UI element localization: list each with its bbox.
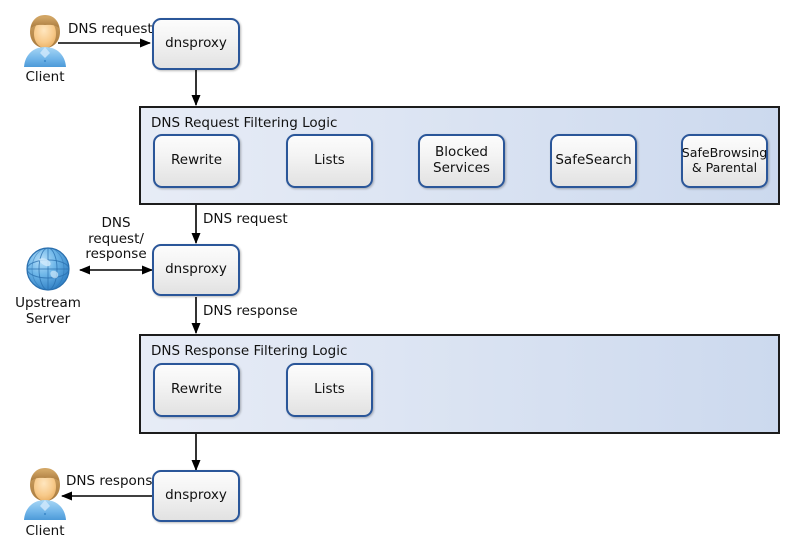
step-lists-response[interactable]: Lists: [286, 363, 373, 417]
panel-request-filtering-title: DNS Request Filtering Logic: [151, 115, 338, 131]
panel-response-filtering-title: DNS Response Filtering Logic: [151, 343, 348, 359]
dnsproxy-bottom[interactable]: dnsproxy: [152, 470, 240, 522]
step-blocked-services[interactable]: Blocked Services: [418, 134, 505, 188]
step-safebrowsing-parental[interactable]: SafeBrowsing & Parental: [681, 134, 768, 188]
edge-label-proxy-to-response-panel: DNS response: [203, 303, 298, 319]
user-icon: [20, 466, 70, 521]
step-rewrite-response[interactable]: Rewrite: [153, 363, 240, 417]
user-icon: [20, 13, 70, 68]
panel-response-filtering: DNS Response Filtering Logic: [139, 334, 780, 434]
client-bottom-label: Client: [25, 523, 65, 539]
dnsproxy-top[interactable]: dnsproxy: [152, 18, 240, 70]
step-rewrite-request[interactable]: Rewrite: [153, 134, 240, 188]
edge-label-request-panel-to-proxy: DNS request: [203, 211, 288, 227]
edge-label-proxy-to-upstream: DNS request/ response: [85, 215, 147, 263]
step-safesearch[interactable]: SafeSearch: [550, 134, 637, 188]
globe-icon: [22, 243, 74, 295]
upstream-server-label: Upstream Server: [15, 295, 81, 327]
client-top-label: Client: [25, 69, 65, 85]
edge-label-proxy-to-client: DNS response: [66, 473, 161, 489]
step-lists-request[interactable]: Lists: [286, 134, 373, 188]
dnsproxy-mid[interactable]: dnsproxy: [152, 244, 240, 296]
edge-label-client-to-proxy: DNS request: [68, 21, 153, 37]
